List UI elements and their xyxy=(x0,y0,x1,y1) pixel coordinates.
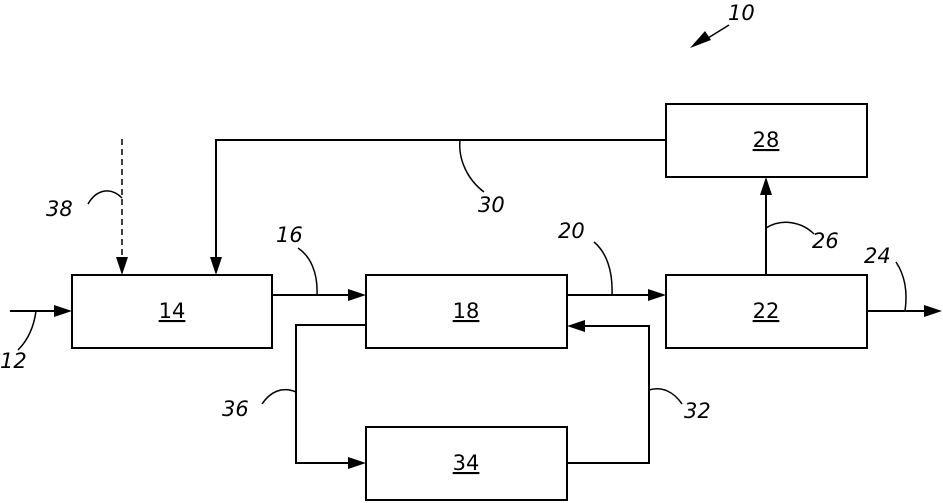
stream-26-label: 26 xyxy=(812,229,839,253)
stream-20-arrow xyxy=(567,241,666,301)
stream-26-arrow xyxy=(760,177,815,275)
block-22: 22 xyxy=(665,274,868,349)
stream-36-label: 36 xyxy=(222,397,249,421)
block-14-label: 14 xyxy=(159,299,186,323)
stream-24-arrow xyxy=(867,261,942,317)
stream-32-label: 32 xyxy=(684,399,711,423)
stream-16-label: 16 xyxy=(276,223,303,247)
stream-12-label: 12 xyxy=(0,349,27,373)
stream-30-label: 30 xyxy=(478,193,505,217)
block-18: 18 xyxy=(365,274,568,349)
stream-38-arrow xyxy=(87,139,128,275)
figure-number-label: 10 xyxy=(728,1,755,25)
stream-16-arrow xyxy=(272,247,366,301)
block-18-label: 18 xyxy=(453,299,480,323)
stream-24-label: 24 xyxy=(864,244,891,268)
stream-36-arrow xyxy=(261,324,366,469)
stream-30-arrow xyxy=(210,139,666,275)
block-34: 34 xyxy=(365,426,568,501)
stream-20-label: 20 xyxy=(558,219,585,243)
stream-12-arrow xyxy=(10,305,72,351)
stream-32-arrow xyxy=(567,320,683,464)
block-34-label: 34 xyxy=(453,451,480,475)
block-28: 28 xyxy=(665,103,868,178)
block-14: 14 xyxy=(71,274,273,349)
block-22-label: 22 xyxy=(753,299,780,323)
block-28-label: 28 xyxy=(753,128,780,152)
figure-reference-arrow xyxy=(690,24,730,48)
stream-38-label: 38 xyxy=(46,197,73,221)
